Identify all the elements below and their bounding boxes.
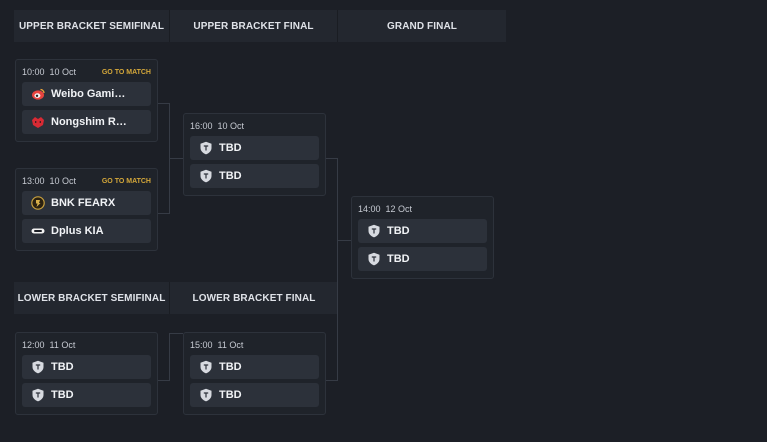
team-row-tbd[interactable]: TBD [190,136,319,160]
dplus-kia-logo-icon [31,224,45,238]
tbd-shield-icon [199,388,213,402]
header-label: UPPER BRACKET SEMIFINAL [18,20,165,32]
team-name: TBD [387,225,410,237]
match-date: 11 Oct [217,340,244,350]
bracket-connector [337,158,338,240]
match-header: 13:00 10 Oct GO TO MATCH [22,175,151,187]
bracket-connector [337,240,351,241]
team-row-tbd[interactable]: TBD [190,355,319,379]
tbd-shield-icon [199,141,213,155]
match-header: 14:00 12 Oct [358,203,487,215]
team-row-bnk-fearx[interactable]: BNK FEARX [22,191,151,215]
match-time: 15:00 [190,340,213,350]
team-row-tbd[interactable]: TBD [190,383,319,407]
match-card-upper-semifinal-2[interactable]: 13:00 10 Oct GO TO MATCH BNK FEARX Dplus… [15,168,158,251]
nongshim-redforce-logo-icon [31,115,45,129]
team-row-tbd[interactable]: TBD [22,383,151,407]
team-name: TBD [219,389,242,401]
match-header: 16:00 10 Oct [190,120,319,132]
team-name: Weibo Gami… [51,88,126,100]
team-row-tbd[interactable]: TBD [190,164,319,188]
match-header: 15:00 11 Oct [190,339,319,351]
team-row-nongshim-redforce[interactable]: Nongshim R… [22,110,151,134]
header-upper-bracket-semifinal: UPPER BRACKET SEMIFINAL [14,10,170,42]
header-label: LOWER BRACKET FINAL [192,292,316,304]
weibo-gaming-logo-icon [31,87,45,101]
go-to-match-link[interactable]: GO TO MATCH [101,68,151,76]
tbd-shield-icon [199,169,213,183]
tbd-shield-icon [367,252,381,266]
bracket-connector [337,240,338,381]
header-label: GRAND FINAL [387,20,457,32]
match-date: 11 Oct [49,340,76,350]
bnk-fearx-logo-icon [31,196,45,210]
tbd-shield-icon [367,224,381,238]
tbd-shield-icon [31,360,45,374]
match-date: 10 Oct [49,67,77,77]
team-row-tbd[interactable]: TBD [358,247,487,271]
team-name: Nongshim R… [51,116,127,128]
team-name: TBD [51,361,74,373]
tbd-shield-icon [31,388,45,402]
tbd-shield-icon [199,360,213,374]
team-name: Dplus KIA [51,225,104,237]
match-time: 10:00 [22,67,45,77]
bracket-connector [169,333,170,381]
match-date: 10 Oct [49,176,77,186]
match-time: 14:00 [358,204,381,214]
header-grand-final: GRAND FINAL [338,10,506,42]
header-label: LOWER BRACKET SEMIFINAL [17,292,166,304]
bracket-connector [326,158,338,159]
match-date: 10 Oct [217,121,245,131]
match-card-lower-final[interactable]: 15:00 11 Oct TBD TBD [183,332,326,415]
go-to-match-link[interactable]: GO TO MATCH [101,177,151,185]
match-date: 12 Oct [385,204,413,214]
match-card-upper-semifinal-1[interactable]: 10:00 10 Oct GO TO MATCH Weibo Gami… Non… [15,59,158,142]
team-name: TBD [219,170,242,182]
team-row-tbd[interactable]: TBD [358,219,487,243]
bracket-connector [169,158,183,159]
match-card-grand-final[interactable]: 14:00 12 Oct TBD TBD [351,196,494,279]
team-name: BNK FEARX [51,197,116,209]
header-lower-bracket-semifinal: LOWER BRACKET SEMIFINAL [14,282,170,314]
team-row-dplus-kia[interactable]: Dplus KIA [22,219,151,243]
bracket-connector [326,380,338,381]
bracket-connector [158,103,170,104]
match-time: 13:00 [22,176,45,186]
team-name: TBD [219,361,242,373]
match-time: 12:00 [22,340,45,350]
match-header: 12:00 11 Oct [22,339,151,351]
team-row-tbd[interactable]: TBD [22,355,151,379]
team-row-weibo-gaming[interactable]: Weibo Gami… [22,82,151,106]
team-name: TBD [387,253,410,265]
match-time: 16:00 [190,121,213,131]
header-upper-bracket-final: UPPER BRACKET FINAL [170,10,338,42]
match-header: 10:00 10 Oct GO TO MATCH [22,66,151,78]
team-name: TBD [219,142,242,154]
header-lower-bracket-final: LOWER BRACKET FINAL [170,282,338,314]
bracket-connector [158,213,170,214]
match-card-lower-semifinal[interactable]: 12:00 11 Oct TBD TBD [15,332,158,415]
bracket-connector [169,333,183,334]
bracket-connector [158,380,170,381]
team-name: TBD [51,389,74,401]
header-label: UPPER BRACKET FINAL [193,20,314,32]
match-card-upper-final[interactable]: 16:00 10 Oct TBD TBD [183,113,326,196]
